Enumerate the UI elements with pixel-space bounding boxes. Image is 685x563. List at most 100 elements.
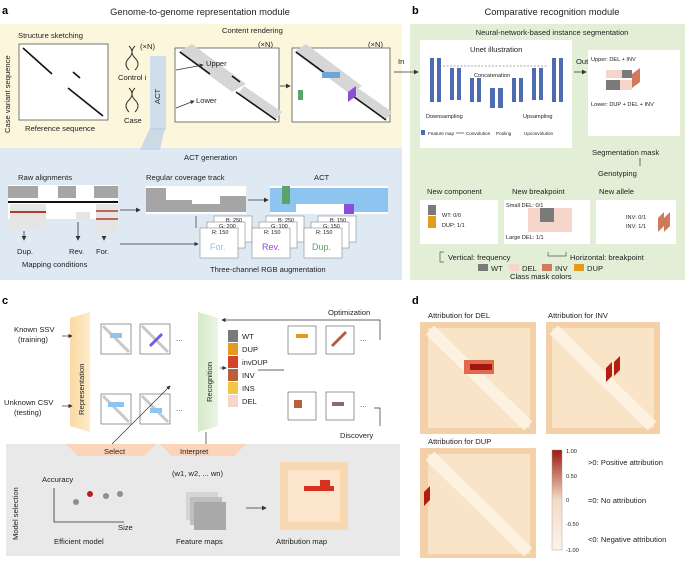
- panel-b-letter: b: [412, 5, 419, 17]
- size-label: Size: [118, 523, 133, 532]
- dup-gt: DUP: 1/1: [442, 223, 465, 229]
- for-label: For.: [96, 247, 109, 256]
- act-funnel: [140, 128, 165, 150]
- rgb-b1: B: 250: [226, 218, 242, 224]
- case-label: Case: [124, 116, 142, 125]
- representation-block: [70, 312, 90, 432]
- attribution-inv-map: [546, 322, 660, 434]
- rgb-stack-rev: [251, 215, 305, 259]
- new-breakpoint-label: New breakpoint: [512, 187, 566, 196]
- rgb-g3: G: 150: [323, 224, 340, 230]
- rgb-r3: R: 150: [316, 230, 332, 236]
- act-generation-label: ACT generation: [184, 153, 237, 162]
- select-block: [66, 444, 156, 456]
- wt-gt: WT: 0/0: [442, 213, 461, 219]
- rgb-stack-dup: [303, 215, 357, 259]
- genotyping-label: Genotyping: [598, 169, 637, 178]
- training-thumbnails: [100, 323, 171, 355]
- sketch-line-3: [72, 71, 81, 79]
- model-dot-3: [117, 491, 123, 497]
- mapping-conditions-label: Mapping conditions: [22, 260, 88, 269]
- interpret-label: Interpret: [180, 447, 209, 456]
- reference-axis-label: Reference sequence: [25, 124, 95, 133]
- colorbar: [551, 449, 563, 551]
- dup-label: Dup.: [17, 247, 33, 256]
- act-vertical-label: ACT: [153, 88, 162, 104]
- component-wt-mark: [428, 205, 436, 215]
- class-invdup: invDUP: [242, 358, 268, 367]
- vertical-bracket: [439, 251, 444, 263]
- unet-box: [420, 40, 572, 148]
- legend-feature-swatch: [421, 130, 425, 135]
- horizontal-label: Horizontal: breakpoint: [570, 253, 645, 262]
- rgb-r1: R: 150: [212, 230, 228, 236]
- output-thumbnails: [287, 325, 355, 421]
- legend-wt-swatch: [478, 264, 488, 271]
- lower-mask-label: Lower: DUP + DEL + INV: [591, 102, 654, 108]
- select-label: Select: [104, 447, 126, 456]
- attribution-del-title: Attribution for DEL: [428, 311, 490, 320]
- upsampling-label: Upsampling: [523, 114, 553, 120]
- unet-label: Unet illustration: [470, 45, 522, 54]
- structure-sketching-label: Structure sketching: [18, 31, 83, 40]
- class-mask-legend: WT DEL INV DUP: [478, 264, 603, 273]
- panel-a: a Genome-to-genome representation module…: [0, 5, 402, 280]
- render2-line-1: [295, 51, 327, 75]
- rgb-b2: B: 250: [278, 218, 294, 224]
- render2-green-mark: [298, 90, 303, 100]
- segmentation-mask: [606, 68, 640, 90]
- concatenation-label: Concatenation: [474, 73, 510, 79]
- discovery-arrow: [374, 407, 381, 426]
- case-variant-axis-label: Case variant sequence: [3, 55, 12, 133]
- upper-label: Upper: [206, 59, 227, 68]
- legend-dup-swatch: [574, 264, 584, 271]
- out-label: Out: [576, 57, 589, 66]
- legend-wt: WT: [491, 264, 503, 273]
- dna-control-icon: [125, 45, 139, 71]
- legend-del: DEL: [522, 264, 537, 273]
- render2-blue-mark: [322, 72, 340, 78]
- act-title-label: ACT: [314, 173, 330, 182]
- nn-title: Neural-network-based instance segmentati…: [476, 28, 629, 37]
- dna-case-icon: [125, 87, 139, 113]
- accuracy-label: Accuracy: [42, 475, 73, 484]
- times-n-3: (×N): [368, 40, 383, 49]
- tick-1: 1.00: [566, 449, 577, 455]
- render-band-1: [178, 44, 246, 92]
- tick-3: 0: [566, 498, 569, 504]
- upper-arrow: [175, 63, 204, 71]
- rgb-r2: R: 150: [264, 230, 280, 236]
- downsampling-label: Downsampling: [426, 114, 463, 120]
- panel-a-title: Genome-to-genome representation module: [110, 6, 290, 17]
- efficient-model-label: Efficient model: [54, 537, 104, 546]
- legend-dup: DUP: [587, 264, 603, 273]
- unet-diagram: [430, 58, 563, 108]
- weights-label: (w1, w2, ... wn): [172, 469, 224, 478]
- attribution-inv-title: Attribution for INV: [548, 311, 609, 320]
- in-label: In: [398, 57, 404, 66]
- negative-attr: <0: Negative attribution: [588, 535, 666, 544]
- three-channel-label: Three-channel RGB augmentation: [210, 265, 326, 274]
- select-arrow: [111, 385, 171, 445]
- unknown-csv-label: Unknown CSV: [4, 398, 54, 407]
- class-wt: WT: [242, 332, 254, 341]
- known-ssv-sub: (training): [18, 335, 48, 344]
- allele-inv-mark-2: [664, 212, 670, 232]
- content-rendering-label: Content rendering: [222, 26, 283, 35]
- panel-b-title: Comparative recognition module: [485, 6, 620, 17]
- testing-thumbnails: [100, 393, 171, 425]
- render2-purple-mark: [348, 86, 356, 102]
- known-ssv-label: Known SSV: [14, 325, 55, 334]
- breakpoint-wt-mark: [540, 208, 554, 222]
- attribution-dup-title: Attribution for DUP: [428, 437, 491, 446]
- new-component-label: New component: [427, 187, 483, 196]
- class-list: [228, 330, 238, 407]
- model-dot-4: [73, 499, 79, 505]
- render2-band-2: [352, 88, 392, 120]
- coverage-track-label: Regular coverage track: [146, 173, 225, 182]
- times-n-2: (×N): [258, 40, 273, 49]
- recognition-block: [198, 312, 218, 432]
- feature-maps-stack: [186, 492, 226, 530]
- inv-01-label: INV: 0/1: [626, 215, 646, 221]
- component-dup-mark: [428, 216, 436, 228]
